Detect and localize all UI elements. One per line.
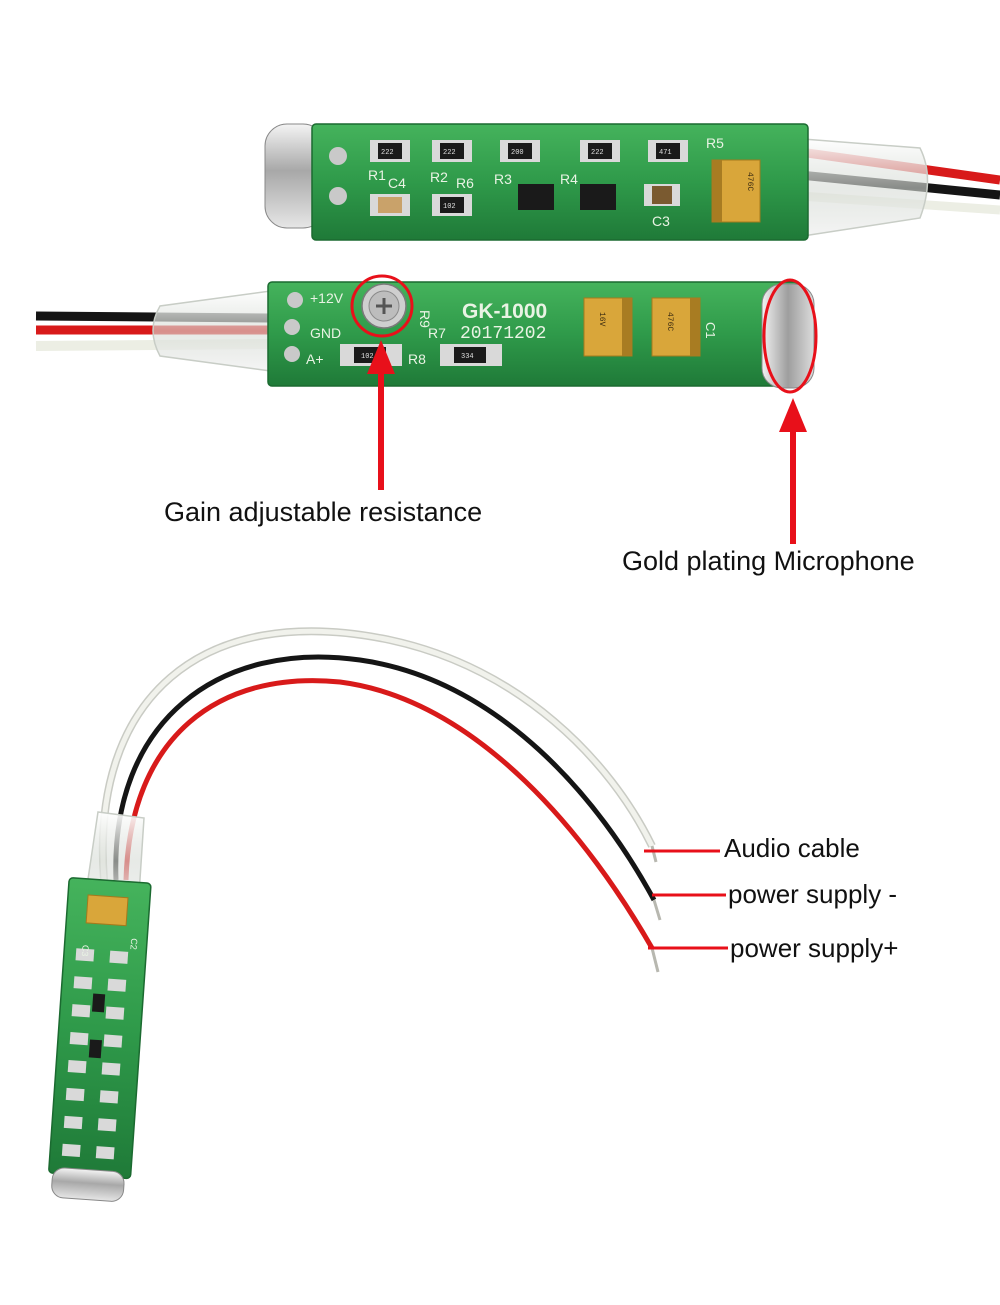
power-supply-positive-label: power supply+ (730, 933, 899, 963)
svg-text:471: 471 (659, 149, 672, 157)
svg-text:476C: 476C (665, 312, 674, 331)
middle-heatshrink-tube (152, 289, 279, 373)
middle-mic-capsule (761, 283, 815, 389)
power-supply-negative-label: power supply - (728, 879, 898, 909)
top-tantalum-capacitor: 476C (711, 159, 761, 223)
gain-arrow (367, 340, 395, 490)
svg-text:222: 222 (381, 149, 394, 157)
bottom-assembly: C3 C2 (48, 627, 662, 1202)
silk-r5: R5 (706, 135, 724, 151)
audio-cable-label: Audio cable (724, 833, 860, 863)
svg-text:C2: C2 (128, 938, 139, 950)
silk-c3: C3 (652, 213, 670, 229)
mic-arrow (779, 398, 807, 544)
silk-r1: R1 (368, 167, 386, 183)
silk-date-code: 20171202 (460, 324, 546, 344)
gain-highlight-circle (350, 274, 414, 338)
gain-resistance-label: Gain adjustable resistance (164, 497, 483, 527)
wire-pointer-lines (644, 849, 728, 950)
silk-r3: R3 (494, 171, 512, 187)
silk-r2: R2 (430, 169, 448, 185)
middle-pcb-assembly: 102 334 16V 476C +12V GND A+ R9 R7 R8 GK… (35, 281, 815, 389)
svg-text:102: 102 (361, 353, 374, 361)
silk-gnd: GND (310, 325, 341, 341)
bottom-mic-capsule (51, 1167, 125, 1202)
top-heatshrink-tube (789, 137, 929, 239)
middle-tantalum-capacitors: 16V 476C (583, 297, 701, 357)
svg-text:102: 102 (443, 203, 456, 211)
svg-text:200: 200 (511, 149, 524, 157)
silk-model: GK-1000 (462, 300, 547, 323)
silk-c4: C4 (388, 175, 406, 191)
top-lower-components: 102 (370, 184, 680, 216)
silk-r4: R4 (560, 171, 578, 187)
top-pcb-assembly: 222 222 200 222 471 102 476C R1 (264, 123, 1000, 241)
silk-r8: R8 (408, 351, 426, 367)
svg-text:222: 222 (443, 149, 456, 157)
silk-12v: +12V (310, 290, 344, 306)
svg-text:334: 334 (461, 353, 474, 361)
svg-text:16V: 16V (597, 312, 606, 327)
silk-r7: R7 (428, 325, 446, 341)
mic-highlight-ellipse (762, 278, 818, 394)
gold-microphone-label: Gold plating Microphone (622, 546, 915, 576)
gain-potentiometer (361, 283, 407, 329)
svg-text:C3: C3 (80, 945, 91, 957)
top-resistor-row: 222 222 200 222 471 (370, 140, 688, 162)
svg-text:476C: 476C (745, 172, 754, 191)
silk-a-plus: A+ (306, 351, 324, 367)
svg-text:222: 222 (591, 149, 604, 157)
long-wires (98, 627, 662, 973)
silk-c1: C1 (703, 322, 718, 339)
silk-r9: R9 (417, 310, 433, 328)
silk-r6: R6 (456, 175, 474, 191)
